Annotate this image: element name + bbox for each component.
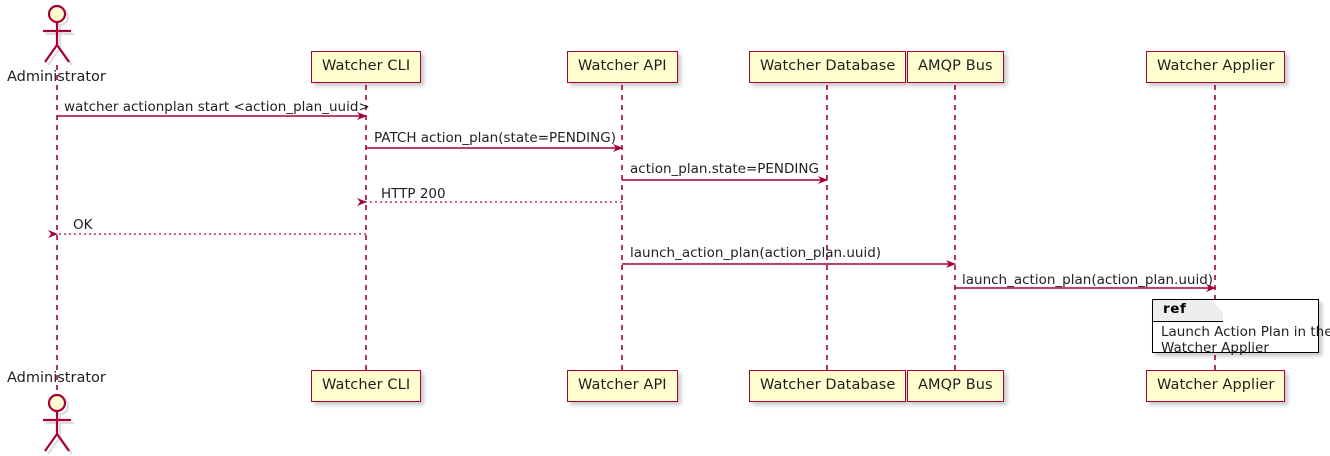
message-label-1: watcher actionplan start <action_plan_uu… — [64, 99, 370, 115]
participant-label: Watcher CLI — [322, 377, 411, 393]
participant-applier-bottom[interactable]: Watcher Applier — [1146, 370, 1286, 402]
actor-administrator-top — [43, 4, 74, 66]
participant-cli-top[interactable]: Watcher CLI — [311, 51, 422, 83]
participant-label: AMQP Bus — [918, 58, 993, 74]
message-label-3: action_plan.state=PENDING — [630, 161, 819, 177]
message-label-7: launch_action_plan(action_plan.uuid) — [962, 272, 1214, 288]
message-label-5: OK — [73, 217, 93, 233]
participant-api-top[interactable]: Watcher API — [567, 51, 678, 83]
actor-label-administrator-top: Administrator — [7, 69, 106, 85]
participant-label: Watcher Database — [760, 58, 896, 74]
lifeline-group — [56, 65, 1216, 397]
ref-fragment-tab — [1153, 300, 1223, 322]
participant-label: Watcher Applier — [1157, 58, 1275, 74]
participant-api-bottom[interactable]: Watcher API — [567, 370, 678, 402]
participant-applier-top[interactable]: Watcher Applier — [1146, 51, 1286, 83]
participant-label: AMQP Bus — [918, 377, 993, 393]
message-arrow-group — [48, 112, 1216, 292]
participant-cli-bottom[interactable]: Watcher CLI — [311, 370, 422, 402]
actor-label-administrator-bottom: Administrator — [7, 370, 106, 386]
participant-label: Watcher Applier — [1157, 377, 1275, 393]
actor-administrator-bottom — [43, 393, 74, 455]
message-label-2: PATCH action_plan(state=PENDING) — [374, 130, 616, 146]
message-label-6: launch_action_plan(action_plan.uuid) — [630, 245, 882, 261]
participant-label: Watcher CLI — [322, 58, 411, 74]
ref-fragment-tab-label: ref — [1163, 301, 1187, 317]
participant-db-bottom[interactable]: Watcher Database — [749, 370, 907, 402]
ref-fragment-line: Watcher Applier — [1161, 340, 1269, 356]
message-label-4: HTTP 200 — [381, 186, 446, 202]
participant-amqp-bottom[interactable]: AMQP Bus — [907, 370, 1004, 402]
participant-label: Watcher API — [578, 58, 667, 74]
ref-fragment-line: Launch Action Plan in the — [1161, 324, 1330, 340]
participant-label: Watcher Database — [760, 377, 896, 393]
participant-db-top[interactable]: Watcher Database — [749, 51, 907, 83]
participant-label: Watcher API — [578, 377, 667, 393]
participant-amqp-top[interactable]: AMQP Bus — [907, 51, 1004, 83]
